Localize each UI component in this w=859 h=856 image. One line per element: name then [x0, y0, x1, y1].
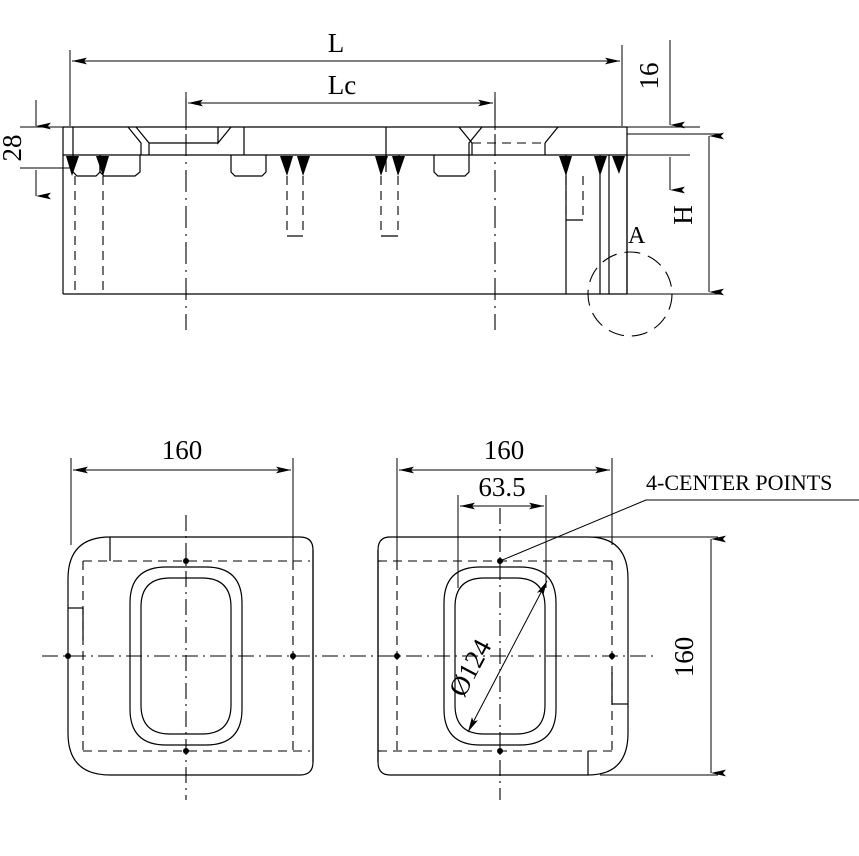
center-point-dot [609, 653, 615, 659]
center-point-dot [183, 748, 189, 754]
dimension-160-right: 160 [396, 435, 613, 566]
front-lip-profile [135, 126, 559, 155]
center-point-dot [290, 653, 296, 659]
plan-left-pocket-outer [129, 566, 243, 746]
front-weld-fillet-marks [66, 156, 625, 176]
dimension-16-text: 16 [634, 63, 664, 90]
dimension-16: 16 [627, 40, 700, 194]
front-center-lines [185, 98, 496, 330]
plan-corner-notches [68, 537, 628, 775]
center-point-dot [183, 558, 189, 564]
dimension-160-left-text: 160 [162, 435, 203, 465]
dimension-28-text: 28 [0, 135, 27, 162]
dimension-160-vertical: 160 [560, 535, 726, 777]
dimension-63-5-text: 63.5 [478, 472, 525, 502]
dimension-L-text: L [328, 28, 345, 58]
dimension-H-text: H [668, 205, 698, 225]
center-point-dot [65, 653, 71, 659]
note-4-center-points-text: 4-CENTER POINTS [646, 470, 832, 495]
dimension-63-5: 63.5 [457, 472, 547, 588]
plan-center-point-dots [65, 558, 615, 754]
plan-center-lines [42, 508, 655, 800]
front-hidden-lines [74, 176, 584, 294]
dimension-L: L [69, 28, 623, 126]
plan-right-pocket-outer [443, 566, 557, 746]
center-point-dot [394, 653, 400, 659]
dimension-H: H [627, 132, 724, 296]
bottom-plan-view: 160 160 63.5 160 [42, 435, 859, 800]
center-point-dot [497, 748, 503, 754]
front-elevation-view: A L Lc 16 [0, 28, 724, 337]
front-left-boss [72, 126, 142, 177]
dimension-160-left: 160 [70, 435, 294, 566]
dimension-160-vertical-text: 160 [669, 637, 699, 678]
dimension-Lc-text: Lc [328, 70, 356, 100]
plan-left-pocket-inner [140, 577, 232, 735]
note-4-center-points: 4-CENTER POINTS [499, 470, 859, 562]
front-center-pads [230, 126, 483, 177]
detail-a-label: A [628, 223, 646, 249]
dimension-28: 28 [0, 100, 72, 200]
dimension-Lc: Lc [185, 70, 496, 130]
plan-left-outer-body [67, 536, 314, 776]
front-right-boss [565, 155, 628, 294]
dimension-160-right-text: 160 [484, 435, 525, 465]
front-body-outline [62, 126, 628, 295]
